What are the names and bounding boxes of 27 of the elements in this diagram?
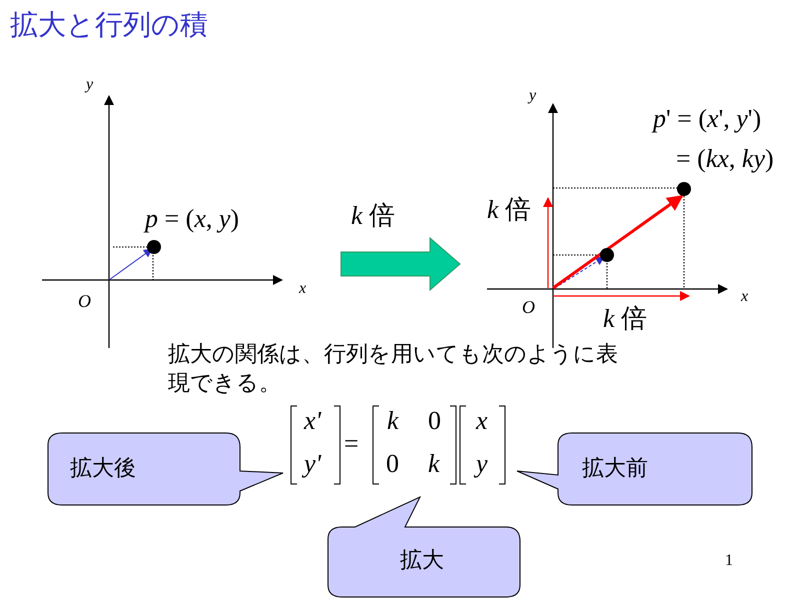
bubble-text: 拡大前	[582, 457, 648, 482]
origin-label: O	[78, 292, 91, 312]
matrix-entry: 0	[428, 407, 441, 436]
matrix-entry: x'	[304, 407, 322, 436]
axis-label: y	[529, 87, 536, 105]
axis-label: y	[86, 76, 94, 94]
bubble-text: 拡大後	[70, 457, 136, 482]
matrix-entry: x	[476, 407, 488, 436]
scale-label: k 倍	[603, 305, 648, 334]
matrix-entry: k	[387, 407, 399, 436]
page-number: 1	[725, 552, 733, 570]
matrix-entry: k	[428, 450, 440, 479]
matrix-entry: y	[476, 450, 488, 479]
axis-label: x	[741, 288, 748, 306]
matrix-entry: y'	[304, 450, 322, 479]
scale-label: k 倍	[487, 196, 532, 225]
title: 拡大と行列の積	[10, 10, 208, 41]
origin-label: O	[522, 298, 535, 318]
point-label: p' = (x', y')	[653, 105, 762, 134]
point-label: = (kx, ky)	[676, 145, 774, 174]
axis-label: x	[299, 280, 306, 298]
matrix-entry: 0	[386, 450, 399, 479]
bubble-text: 拡大	[400, 549, 444, 574]
equals-sign: =	[344, 430, 359, 459]
scale-label: k 倍	[351, 202, 396, 231]
description-text: 拡大の関係は、行列を用いても次のように表現できる。	[168, 341, 619, 398]
point-label: p = (x, y)	[145, 205, 240, 234]
